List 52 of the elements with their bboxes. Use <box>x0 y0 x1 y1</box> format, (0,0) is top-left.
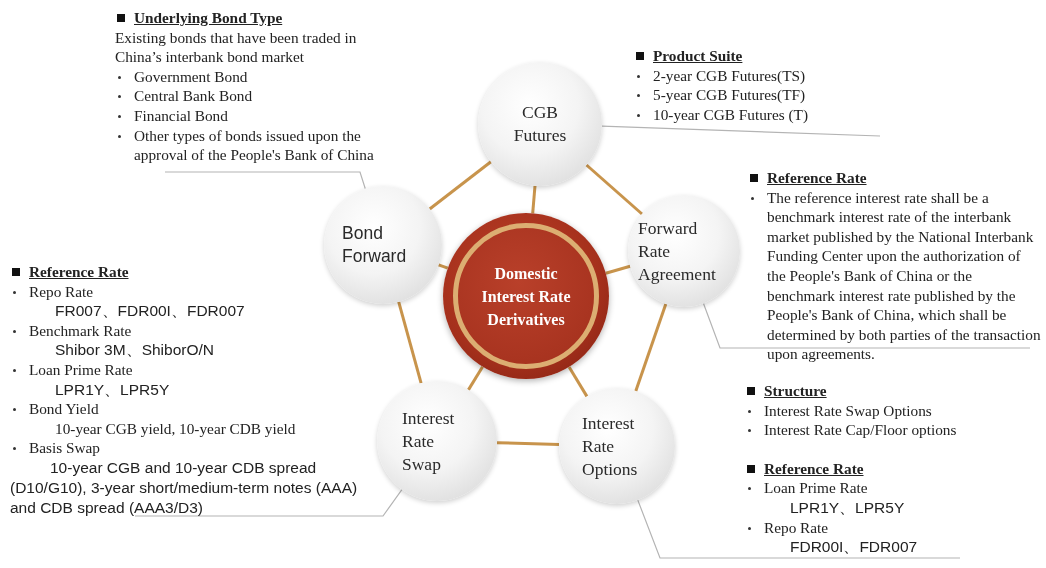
product-circle <box>628 195 740 307</box>
bullet-item: Central Bank Bond <box>115 86 395 106</box>
bullet-item: The reference interest rate shall be a benchmark interest rate of the interbank market published by the National Interbank Funding Center upon the authorization of the People's Bank of China or the benchmark interest rate published by the People's Bank of China, which shall be determined by both parties of the transaction upon agreements. <box>748 187 1042 364</box>
leader-line <box>637 499 961 559</box>
bullet-item: Other types of bonds issued upon the approval of the People's Bank of China <box>115 125 395 165</box>
connector-line <box>605 264 631 275</box>
circle-label: Interest Rate Options <box>582 411 639 481</box>
connector-line <box>585 163 643 216</box>
connector-line <box>428 160 492 211</box>
bullet-item: Financial Bond <box>115 105 395 126</box>
connector-line <box>467 365 484 391</box>
rate-codes: LPR1Y、LPR5Y <box>789 497 906 518</box>
circle-label: Forward Rate Agreement <box>638 216 717 286</box>
connector-line <box>531 185 537 214</box>
leader-line <box>164 171 366 190</box>
rate-codes: FR007、FDR00I、FDR007 <box>54 301 246 321</box>
section-heading: Structure <box>745 381 985 401</box>
section-heading: Product Suite <box>634 46 882 66</box>
connector-line <box>496 441 560 446</box>
leader-line <box>702 302 1031 349</box>
connector-line <box>397 301 423 384</box>
bullet-item: Repo Rate <box>745 517 985 538</box>
bullet-item: 10-year CGB Futures (T) <box>634 104 882 125</box>
bullet-item: Interest Rate Cap/Floor options <box>745 420 985 440</box>
bullet-item: 5-year CGB Futures(TF) <box>634 85 882 105</box>
connector-line <box>438 263 449 270</box>
rate-codes: LPR1Y、LPR5Y <box>54 379 171 400</box>
bullet-item: Basis Swap <box>10 438 376 458</box>
product-circle <box>478 62 602 186</box>
bullet-item: Bond Yield <box>10 399 376 419</box>
leader-line <box>134 489 403 517</box>
rate-codes: FDR00I、FDR007 <box>789 537 919 557</box>
circle-label: CGB Futures <box>512 101 568 147</box>
connector-line <box>567 366 589 398</box>
leader-line <box>601 125 881 137</box>
rate-codes: Shibor 3M、ShiborO/N <box>54 340 215 360</box>
section-heading: Reference Rate <box>745 458 985 479</box>
bullet-item: Benchmark Rate <box>10 320 376 341</box>
section-heading: Reference Rate <box>748 168 1042 188</box>
connector-line <box>634 303 668 392</box>
bullet-item: Loan Prime Rate <box>10 359 376 380</box>
body-text: 10-year CGB and 10-year CDB spread (D10/G10), 3-year short/medium-term notes (AAA) and CDB spread (AAA3/D3) <box>10 457 359 518</box>
section-heading: Underlying Bond Type <box>115 8 395 28</box>
bullet-item: Interest Rate Swap Options <box>745 400 985 421</box>
bullet-item: Loan Prime Rate <box>745 478 985 498</box>
bullet-item: Government Bond <box>115 66 395 87</box>
circle-label: Domestic Interest Rate Derivatives <box>480 263 572 330</box>
circle-label: Interest Rate Swap <box>402 406 456 476</box>
body-text: 10-year CGB yield, 10-year CDB yield <box>54 418 297 439</box>
body-text: Existing bonds that have been traded in China’s interbank bond market <box>115 27 358 67</box>
bullet-item: Repo Rate <box>10 281 376 302</box>
bullet-item: 2-year CGB Futures(TS) <box>634 65 882 86</box>
